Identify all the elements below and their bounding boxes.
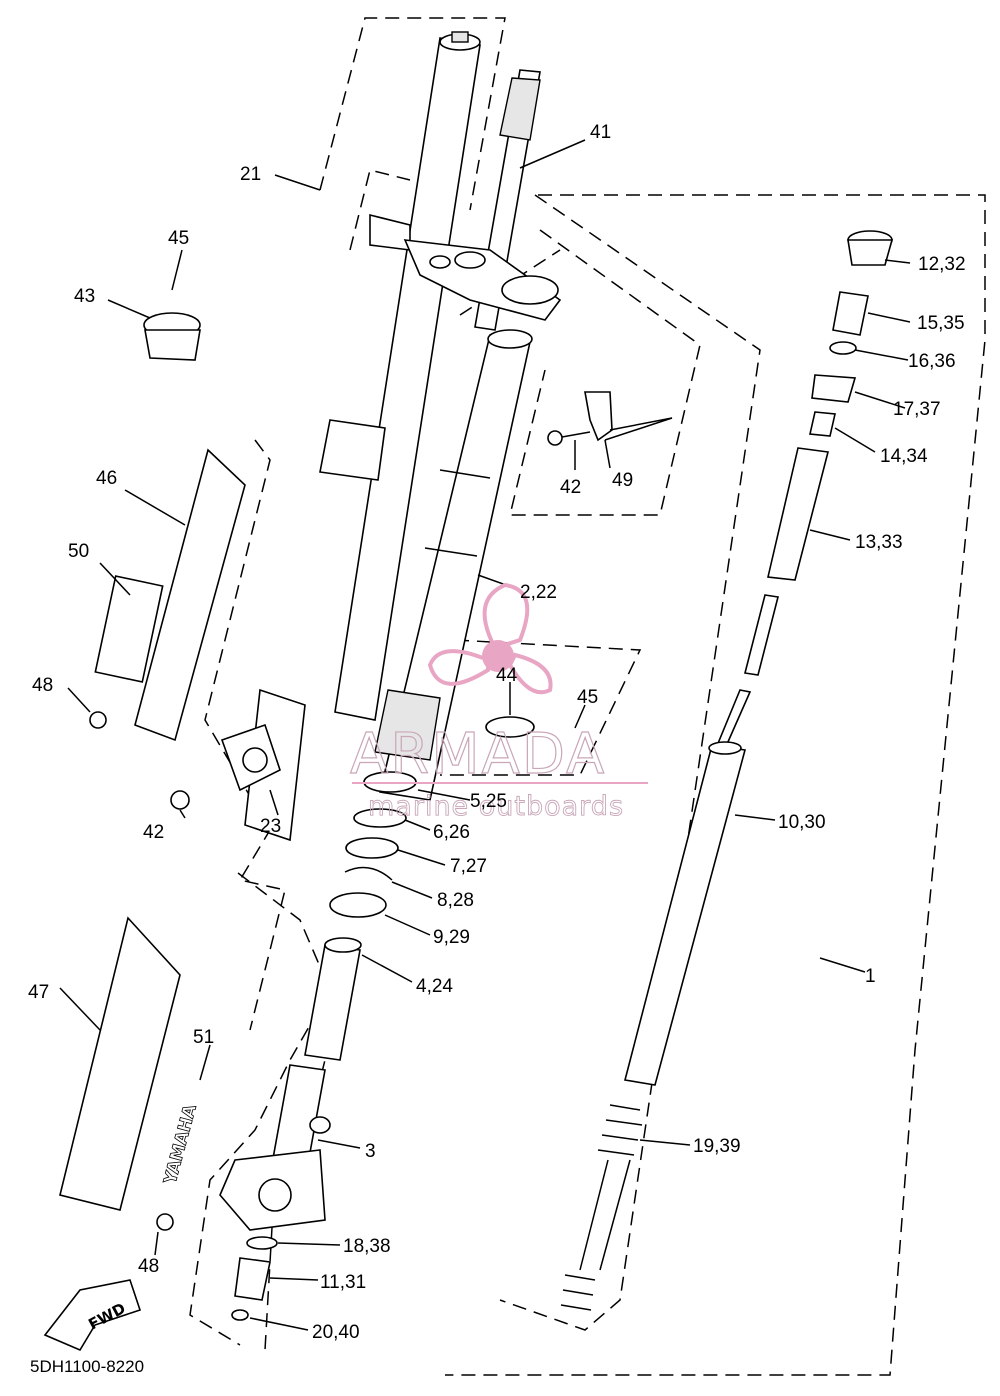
callout-label: 18,38	[343, 1236, 391, 1257]
callout-label: 7,27	[450, 856, 487, 877]
callout-label: 6,26	[433, 822, 470, 843]
seal-rings	[324, 771, 417, 953]
callout-label: 48	[138, 1256, 159, 1277]
dashed-group-outlines	[189, 17, 986, 1376]
inner-tube	[219, 944, 361, 1231]
callout-label: 16,36	[908, 351, 956, 372]
propeller-icon	[427, 582, 553, 695]
callout-label: 20,40	[312, 1322, 360, 1343]
callout-label: 43	[74, 286, 95, 307]
callout-label: 51	[193, 1027, 214, 1048]
callout-label: 5,25	[470, 791, 507, 812]
callout-label: 44	[496, 665, 518, 686]
clamps-and-bolts	[89, 312, 613, 1231]
left-fork-outer-tube	[220, 31, 481, 842]
callout-label: 49	[612, 470, 633, 491]
callout-label: 17,37	[893, 399, 941, 420]
callout-label: 45	[577, 687, 598, 708]
callout-labels: 1 2,22 3 4,24 5,25 6,26 7,27 8,28 9,29 1…	[28, 122, 966, 1343]
damper-cartridge	[624, 447, 829, 1086]
callout-label: 46	[96, 468, 117, 489]
callout-label: 14,34	[880, 446, 928, 467]
callout-label: 47	[28, 982, 49, 1003]
callout-label: 21	[240, 164, 261, 185]
bottom-bolt-parts	[231, 1236, 278, 1321]
callout-label: 15,35	[917, 313, 965, 334]
callout-label: 50	[68, 541, 89, 562]
right-fork-outer-tube	[374, 329, 533, 801]
callout-label: 45	[168, 228, 189, 249]
fork-guards	[59, 448, 246, 1211]
callout-label: 3	[365, 1141, 376, 1162]
watermark-tagline: marine outboards	[368, 791, 624, 822]
callout-label: 8,28	[437, 890, 474, 911]
callout-label: 19,39	[693, 1136, 741, 1157]
callout-label: 48	[32, 675, 53, 696]
lower-bracket	[403, 239, 562, 321]
callout-label: 13,33	[855, 532, 903, 553]
callout-label: 9,29	[433, 927, 470, 948]
callout-label: 4,24	[416, 976, 453, 997]
callout-label: 2,22	[520, 582, 557, 603]
callout-label: 1	[865, 966, 876, 987]
fork-cap-parts	[809, 230, 894, 437]
yamaha-decal-text: YAMAHA	[160, 1102, 201, 1187]
callout-label: 10,30	[778, 812, 826, 833]
watermark-brand: ARMADA	[350, 722, 606, 787]
callout-label: 23	[260, 816, 281, 837]
callout-label: 42	[560, 477, 581, 498]
fwd-arrow-icon	[43, 1279, 142, 1352]
callout-label: 11,31	[320, 1272, 366, 1293]
callout-leader-lines	[59, 139, 911, 1331]
callout-label: 12,32	[918, 254, 966, 275]
fork-springs	[560, 1104, 643, 1311]
diagram-code: 5DH1100-8220	[30, 1357, 144, 1376]
callout-label: 41	[590, 122, 611, 143]
armada-watermark: ARMADA marine outboards	[349, 582, 648, 822]
callout-label: 42	[143, 822, 164, 843]
